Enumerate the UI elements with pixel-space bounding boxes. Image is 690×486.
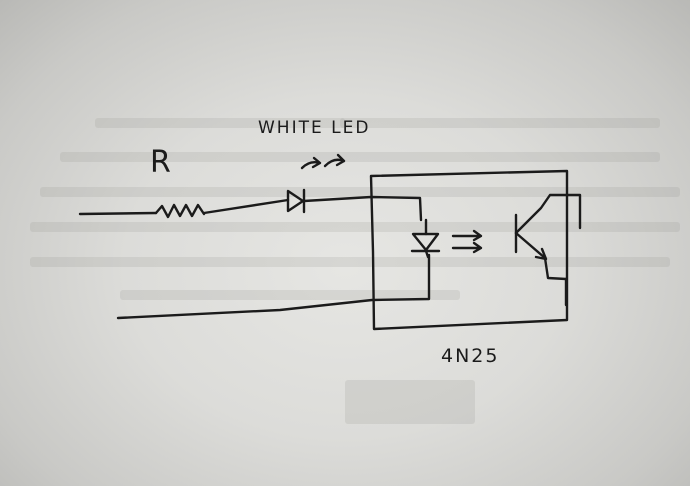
phototransistor-symbol (514, 193, 569, 281)
return-wire (116, 253, 431, 320)
resistor-led-wire (202, 198, 290, 215)
collector-lead (565, 193, 582, 230)
light-arrows-icon (300, 153, 346, 170)
resistor-symbol (154, 203, 206, 219)
internal-light-arrows-icon (451, 229, 483, 254)
input-wire (78, 211, 158, 216)
chip-label: 4N25 (441, 345, 499, 367)
optocoupler-box (369, 169, 569, 331)
internal-led-symbol (410, 218, 441, 259)
led-label: WHITE LED (258, 118, 370, 138)
bleed-through-text (30, 118, 680, 424)
led-chip-wire (302, 195, 423, 222)
resistor-label: R (150, 145, 171, 180)
